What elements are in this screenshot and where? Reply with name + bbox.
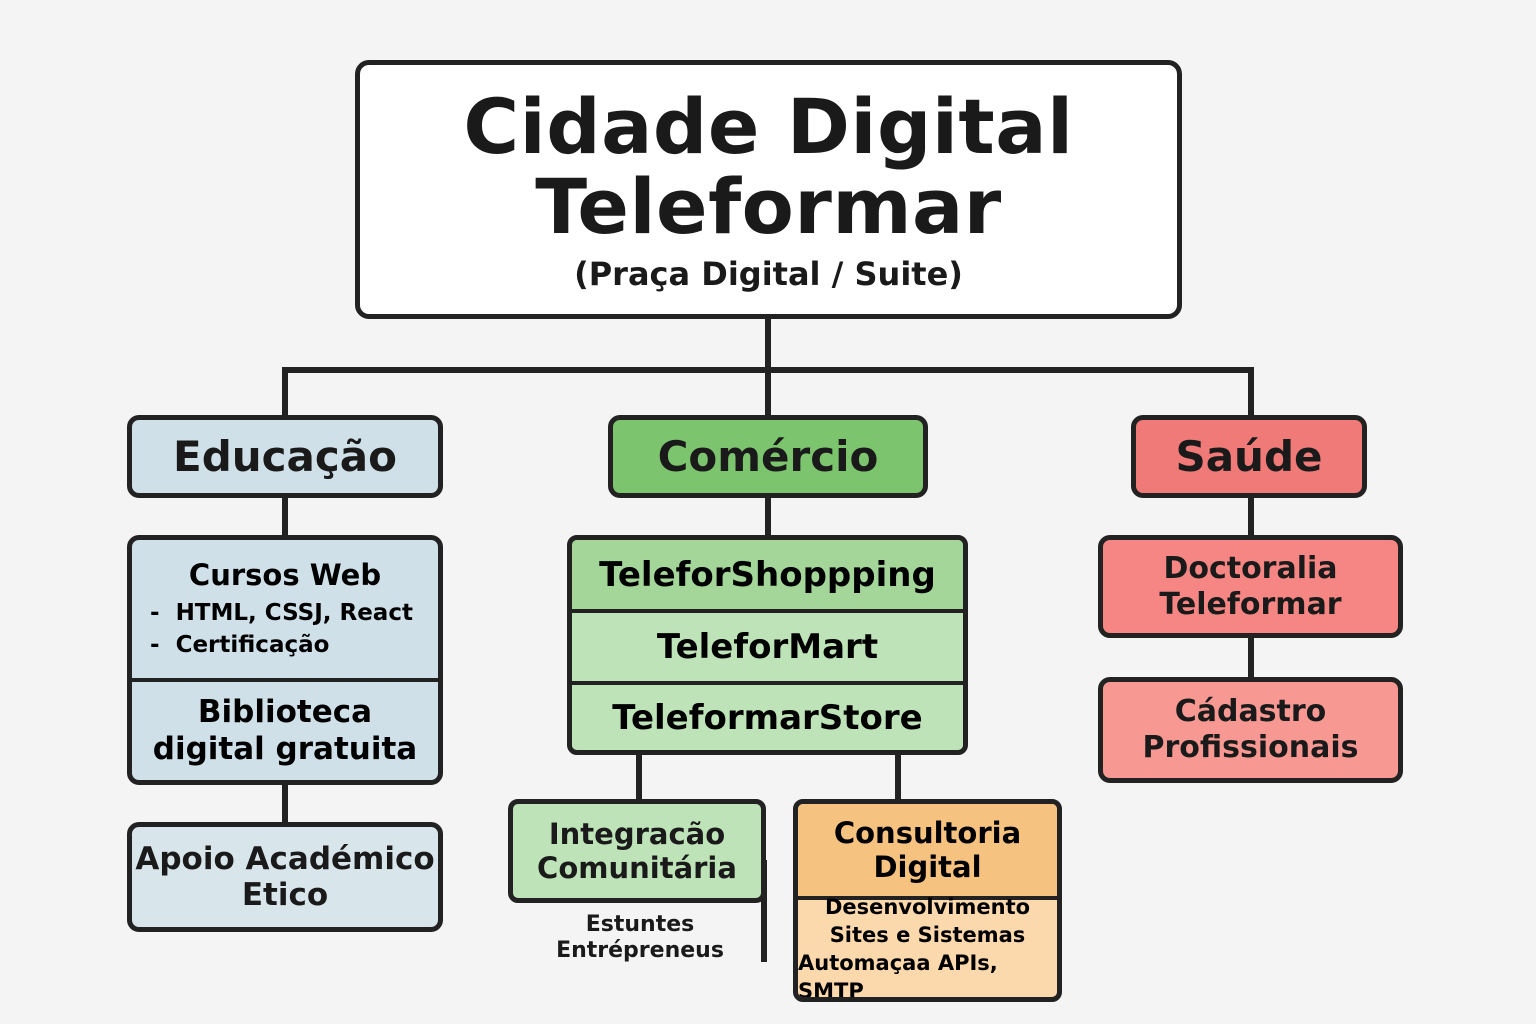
root-subtitle: (Praça Digital / Suite) [574,254,963,293]
root-title-line1: Cidade Digital [463,81,1074,171]
store-label: TeleforMart [656,627,879,667]
connector-comercio-stack [765,496,771,537]
cursos-web-item: - HTML, CSSJ, React [150,600,413,626]
node-cursos-web: Cursos Web - HTML, CSSJ, React - Certifi… [132,540,438,682]
connector-doctoralia-cadastro [1248,636,1254,679]
node-teleforshopping: TeleforShoppping [572,540,963,613]
connector-educacao-stack [282,496,288,537]
consultoria-item: Desenvolvimento [824,894,1031,919]
root-title-line2: Teleformar [535,161,1002,251]
apoio-line1: Apoio Académico [135,841,435,877]
connector-to-comercio [765,367,771,417]
biblioteca-line1: Biblioteca [197,694,373,730]
node-integracao-comunitaria: Integracão Comunitária [508,799,766,903]
consultoria-item: Sites e Sistemas [829,922,1026,947]
integracao-annotation-line2: Entrépreneus [556,938,724,963]
cursos-web-title: Cursos Web [188,558,382,592]
category-saude-label: Saúde [1175,432,1323,481]
apoio-line2: Etico [241,877,329,913]
integracao-line2: Comunitária [537,851,737,885]
bullet-dash: - [150,632,176,658]
category-comercio: Comércio [608,415,928,498]
root-node: Cidade Digital Teleformar (Praça Digital… [355,60,1182,319]
cursos-web-item-text: HTML, CSSJ, React [175,600,413,626]
cadastro-line2: Profissionais [1142,730,1359,765]
connector-root-down [765,318,771,372]
biblioteca-line2: digital gratuita [152,731,418,767]
category-saude: Saúde [1131,415,1367,498]
consultoria-body: Desenvolvimento Sites e Sistemas Automaç… [798,895,1057,998]
bullet-dash: - [150,600,176,626]
comercio-stack: TeleforShoppping TeleforMart TeleformarS… [567,535,968,755]
connector-educacao-apoio [282,783,288,824]
consultoria-title-line2: Digital [873,850,982,884]
node-teleformar-store: TeleformarStore [572,685,963,750]
node-apoio-academico: Apoio Académico Etico [127,822,443,932]
connector-comercio-integracao [636,753,642,801]
category-educacao: Educação [127,415,443,498]
node-telefor-mart: TeleforMart [572,613,963,685]
doctoralia-line2: Teleformar [1159,586,1342,622]
integracao-annotation-line1: Estuntes [585,912,695,937]
connector-comercio-consultoria [895,753,901,801]
node-doctoralia: Doctoralia Teleformar [1098,535,1403,638]
category-comercio-label: Comércio [657,432,879,481]
consultoria-header: Consultoria Digital [798,804,1057,900]
consultoria-title-line1: Consultoria [833,816,1022,850]
cursos-web-item: - Certificação [150,632,329,658]
node-cadastro-profissionais: Cádastro Profissionais [1098,677,1403,783]
connector-integracao-side [761,860,767,962]
category-educacao-label: Educação [173,432,397,481]
store-label: TeleforShoppping [599,554,936,595]
integracao-line1: Integracão [548,817,726,851]
node-biblioteca: Biblioteca digital gratuita [132,682,438,780]
node-consultoria-digital: Consultoria Digital Desenvolvimento Site… [793,799,1062,1002]
cadastro-line1: Cádastro [1174,694,1327,729]
connector-to-educacao [282,367,288,417]
cursos-web-item-text: Certificação [175,632,330,658]
consultoria-item: Automaçaa APIs, SMTP [798,950,998,1002]
doctoralia-line1: Doctoralia [1163,550,1338,586]
educacao-stack: Cursos Web - HTML, CSSJ, React - Certifi… [127,535,443,785]
store-label: TeleformarStore [612,697,923,738]
connector-to-saude [1248,367,1254,417]
connector-saude-doctoralia [1248,496,1254,537]
integracao-annotation: Estuntes Entrépreneus [540,912,740,964]
